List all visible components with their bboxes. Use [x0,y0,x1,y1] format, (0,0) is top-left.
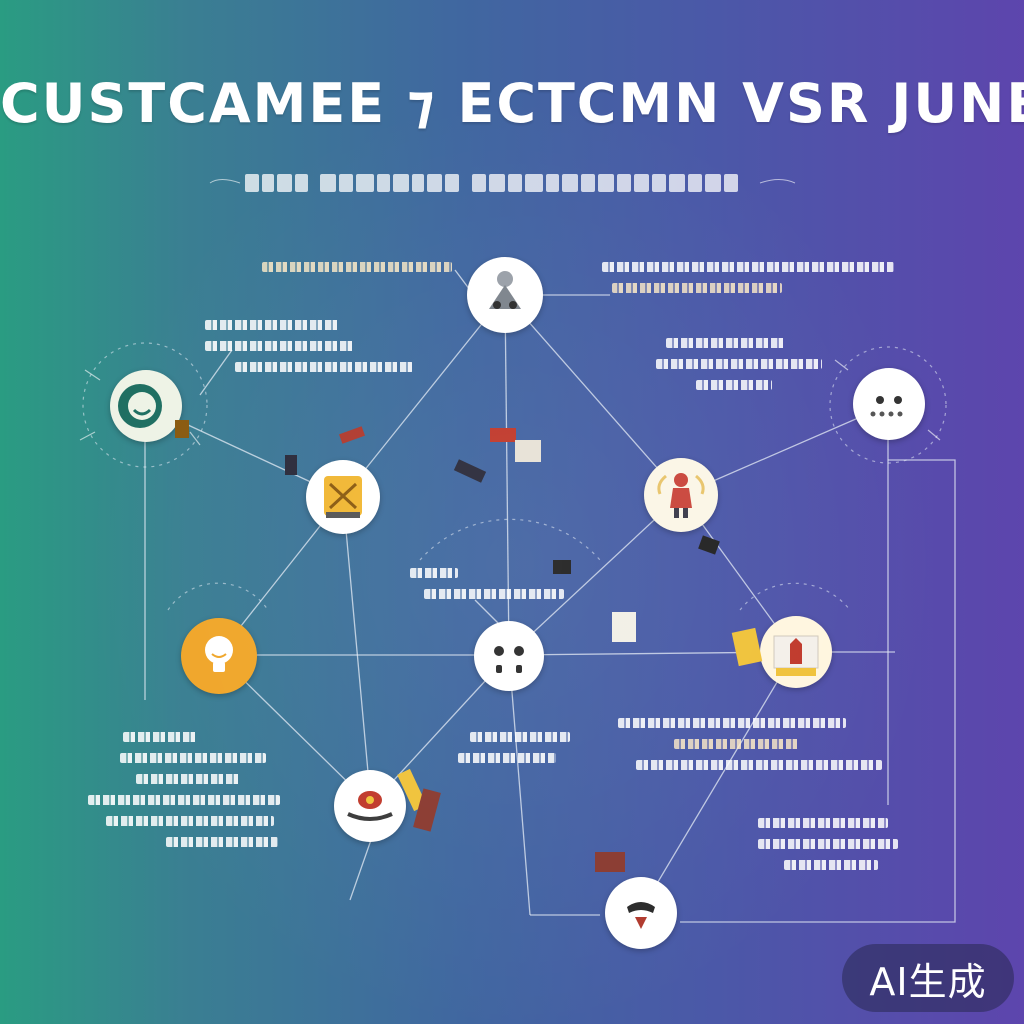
link-label-left [199,349,233,396]
label-center-upper [410,568,564,610]
cart-icon [324,476,362,518]
node-left-face [110,370,182,442]
node-top-center [467,257,543,333]
link-store-to-bottom [639,651,796,913]
link-dish-down [349,839,372,901]
link-right-bracket [680,459,956,923]
orbit-robot [829,346,947,464]
label-right-upper [656,338,822,401]
smile-face-icon [118,384,162,428]
orbit-bulb [167,582,269,611]
orbit-face [82,342,208,468]
label-left-lower [88,732,280,858]
orbit-store [739,582,851,611]
diagram-title: CUSTCAMEE ⁊ ECTCMN VSR JUNENY [0,72,1024,135]
label-right-lower [758,818,898,881]
node-dish [334,770,406,842]
node-person-red [644,458,718,532]
mask-face-icon [627,902,655,929]
label-center-lower [458,732,570,774]
subtitle-glyphs [209,174,796,192]
node-orange-bulb [181,618,257,694]
label-top-right [602,262,894,304]
link-top-to-person [504,294,682,496]
lightbulb-icon [205,636,233,672]
link-center-to-person [508,494,682,656]
label-top-left [262,262,452,283]
dish-icon [347,791,393,821]
ai-generated-badge: AI生成 [842,944,1014,1012]
person-red-icon [657,473,705,518]
person-gray-icon [489,271,521,309]
link-person-to-robot [680,404,889,496]
link-top-to-cart [342,294,506,498]
face-dots-icon [494,646,524,673]
link-cart-to-dish [342,496,372,806]
node-top-right [853,368,925,440]
link-center-down [508,654,531,916]
node-store [760,616,832,688]
robot-face-icon [870,396,903,417]
link-label-mid [474,599,501,626]
label-right-middle [618,718,882,781]
node-center [474,621,544,691]
label-left-upper [205,320,413,383]
storefront-icon [773,635,819,676]
node-yellow-cart [306,460,380,534]
node-bottom [605,877,677,949]
